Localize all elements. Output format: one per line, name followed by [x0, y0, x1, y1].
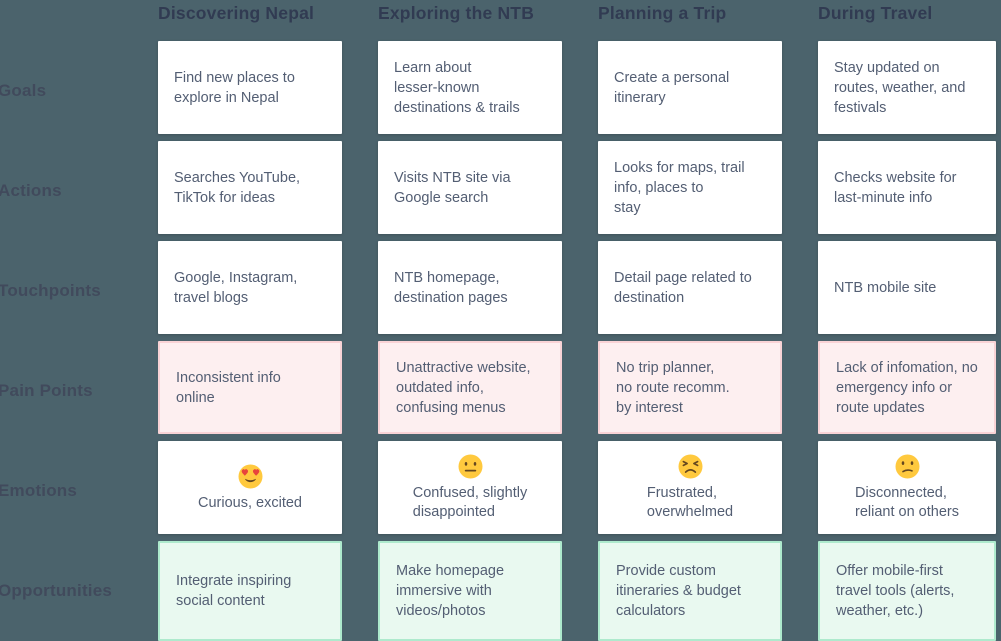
touchpoint-card[interactable]: Google, Instagram, travel blogs: [158, 241, 342, 334]
emotion-card[interactable]: Frustrated, overwhelmed: [598, 441, 782, 534]
emotion-text: Confused, slightly disappointed: [412, 485, 528, 520]
row-label-pain-points: Pain Points: [0, 381, 93, 400]
action-text: Visits NTB site via Google search: [394, 169, 511, 206]
action-card[interactable]: Searches YouTube, TikTok for ideas: [158, 141, 342, 234]
goal-text: Learn about lesser-known destinations & …: [394, 59, 520, 116]
pain-point-card[interactable]: Lack of infomation, no emergency info or…: [818, 341, 996, 434]
opportunity-card[interactable]: Integrate inspiring social content: [158, 541, 342, 641]
action-text: Searches YouTube, TikTok for ideas: [174, 169, 301, 206]
touchpoint-card[interactable]: NTB homepage, destination pages: [378, 241, 562, 334]
pain-point-text: No trip planner, no route recomm. by int…: [616, 359, 730, 416]
confused-face-emoji-icon: [894, 453, 921, 480]
opportunity-text: Offer mobile-first travel tools (alerts,…: [836, 563, 955, 619]
stage-header-exploring-the-ntb: Exploring the NTB: [378, 3, 535, 23]
row-label-actions: Actions: [0, 181, 62, 200]
stage-header-discovering-nepal: Discovering Nepal: [158, 3, 315, 23]
pain-point-text: Lack of infomation, no emergency info or…: [836, 359, 978, 416]
emotion-text: Frustrated, overwhelmed: [646, 485, 734, 520]
touchpoint-card[interactable]: Detail page related to destination: [598, 241, 782, 334]
touchpoint-text: NTB homepage, destination pages: [394, 269, 508, 306]
pain-point-card[interactable]: Unattractive website, outdated info, con…: [378, 341, 562, 434]
corner-spacer: [0, 0, 122, 41]
action-card[interactable]: Visits NTB site via Google search: [378, 141, 562, 234]
heart-eyes-emoji-icon: [237, 463, 264, 490]
pain-point-text: Inconsistent info online: [176, 369, 281, 406]
emotion-card[interactable]: Confused, slightly disappointed: [378, 441, 562, 534]
goal-card[interactable]: Find new places to explore in Nepal: [158, 41, 342, 134]
emotion-text: Curious, excited: [198, 494, 302, 511]
emotion-card[interactable]: Curious, excited: [158, 441, 342, 534]
goal-text: Find new places to explore in Nepal: [174, 69, 295, 106]
touchpoint-text: Google, Instagram, travel blogs: [174, 269, 298, 306]
row-label-goals: Goals: [0, 81, 47, 100]
pain-point-card[interactable]: No trip planner, no route recomm. by int…: [598, 341, 782, 434]
opportunity-text: Provide custom itineraries & budget calc…: [616, 563, 741, 619]
goal-text: Create a personal itinerary: [614, 69, 730, 106]
action-card[interactable]: Checks website for last-minute info: [818, 141, 996, 234]
goal-card[interactable]: Stay updated on routes, weather, and fes…: [818, 41, 996, 134]
touchpoint-text: Detail page related to destination: [614, 269, 752, 306]
persevering-face-emoji-icon: [677, 453, 704, 480]
stage-header-during-travel: During Travel: [818, 3, 933, 23]
goal-card[interactable]: Create a personal itinerary: [598, 41, 782, 134]
opportunity-card[interactable]: Offer mobile-first travel tools (alerts,…: [818, 541, 996, 641]
opportunity-text: Integrate inspiring social content: [176, 573, 292, 609]
touchpoint-text: NTB mobile site: [834, 279, 937, 296]
emotion-text: Disconnected, reliant on others: [855, 485, 959, 520]
opportunity-text: Make homepage immersive with videos/phot…: [396, 563, 505, 619]
neutral-face-emoji-icon: [457, 453, 484, 480]
pain-point-card[interactable]: Inconsistent info online: [158, 341, 342, 434]
row-label-emotions: Emotions: [0, 481, 78, 500]
row-label-opportunities: Opportunities: [0, 581, 113, 600]
action-text: Looks for maps, trail info, places to st…: [614, 159, 745, 216]
touchpoint-card[interactable]: NTB mobile site: [818, 241, 996, 334]
pain-point-text: Unattractive website, outdated info, con…: [396, 359, 531, 416]
row-label-touchpoints: Touchpoints: [0, 281, 101, 300]
goal-card[interactable]: Learn about lesser-known destinations & …: [378, 41, 562, 134]
opportunity-card[interactable]: Make homepage immersive with videos/phot…: [378, 541, 562, 641]
emotion-card[interactable]: Disconnected, reliant on others: [818, 441, 996, 534]
action-text: Checks website for last-minute info: [834, 169, 957, 206]
goal-text: Stay updated on routes, weather, and fes…: [834, 59, 966, 116]
action-card[interactable]: Looks for maps, trail info, places to st…: [598, 141, 782, 234]
opportunity-card[interactable]: Provide custom itineraries & budget calc…: [598, 541, 782, 641]
stage-header-planning-a-trip: Planning a Trip: [598, 3, 727, 23]
